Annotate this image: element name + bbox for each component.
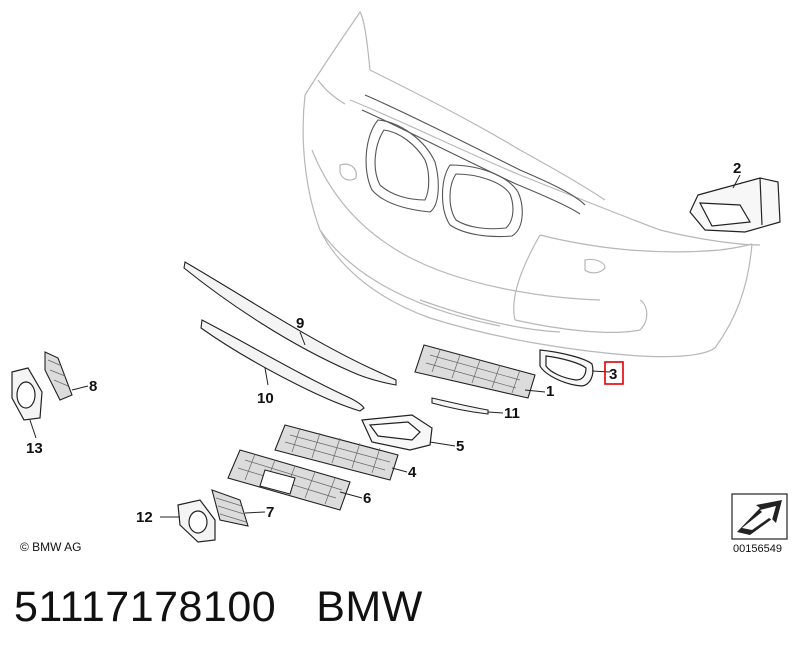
part-4-grille: [274, 424, 399, 481]
part-3-cover: [539, 349, 594, 387]
part-6-grille: [227, 449, 351, 511]
callout-4: 4: [408, 464, 417, 481]
orientation-arrow-icon: [731, 493, 788, 540]
part-8-side-grille: [44, 351, 73, 401]
brand-name: BMW: [316, 583, 423, 631]
callout-11: 11: [504, 405, 520, 422]
part-1-grille: [414, 344, 536, 399]
callout-12: 12: [136, 509, 153, 526]
part-number: 51117178100: [14, 583, 277, 631]
callout-7: 7: [266, 504, 274, 521]
diagram-code: 00156549: [733, 543, 782, 555]
part-13-ring: [11, 367, 43, 421]
part-10-trim-strip: [200, 319, 365, 412]
callout-6: 6: [363, 490, 371, 507]
part-5-duct: [361, 414, 433, 451]
copyright-text: © BMW AG: [20, 540, 82, 554]
part-9-trim-strip: [183, 261, 397, 386]
callout-10: 10: [257, 390, 274, 407]
part-11-strip: [431, 397, 489, 415]
callout-2: 2: [733, 160, 741, 177]
part-2-air-duct: [689, 177, 781, 233]
leader-lines: [29, 174, 741, 518]
kidney-grille: [361, 94, 586, 238]
callout-3: 3: [609, 366, 617, 383]
callout-13: 13: [26, 440, 43, 457]
callout-5: 5: [456, 438, 464, 455]
callout-3-highlight-box: [604, 361, 624, 385]
callout-8: 8: [89, 378, 97, 395]
car-front-outline: [302, 11, 761, 358]
part-7-grille: [211, 489, 249, 527]
part-12-bracket: [177, 499, 216, 543]
callouts: 2 3 1 9 10 11 5 4 6 7 12 8 13: [26, 160, 741, 526]
callout-9: 9: [296, 315, 304, 332]
footer: 51117178100 BMW: [14, 583, 423, 632]
callout-1: 1: [546, 383, 554, 400]
